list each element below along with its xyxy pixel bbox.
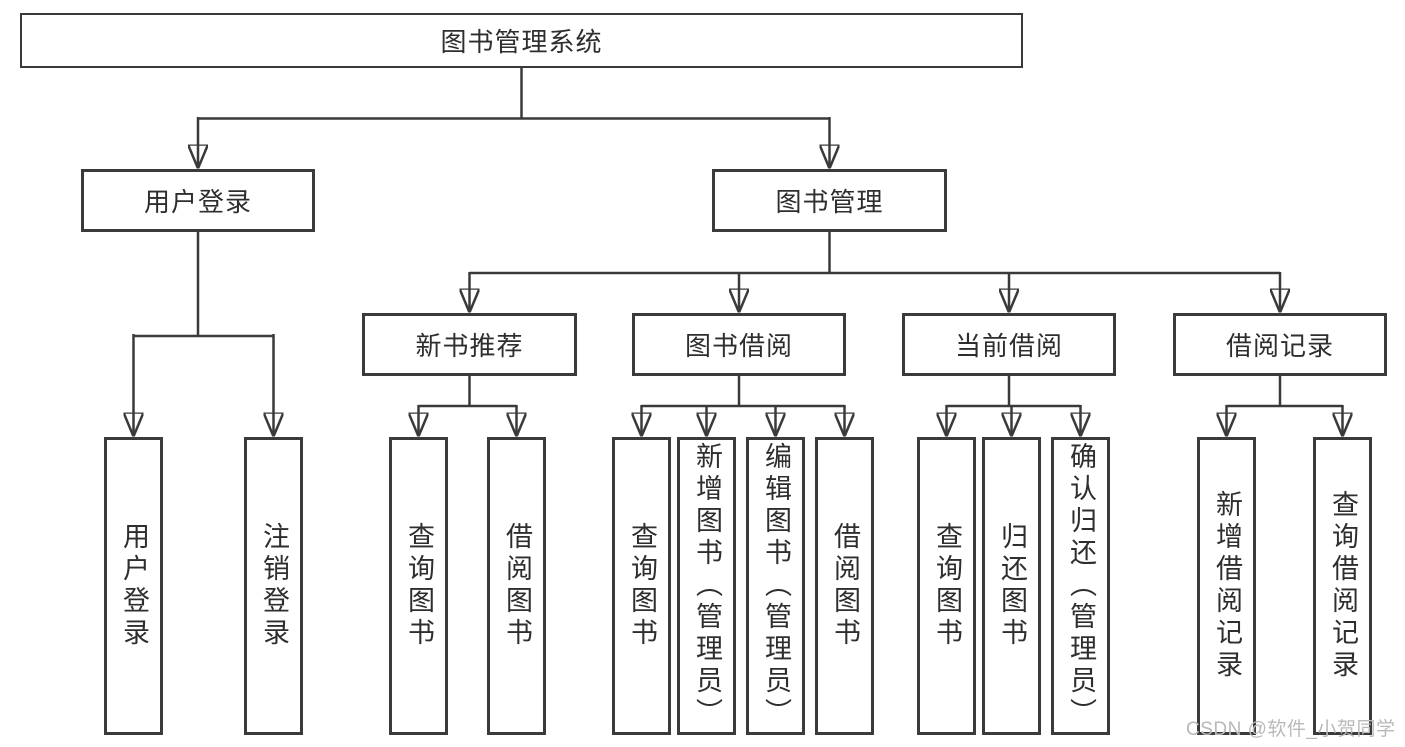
node-user-login-label: 用户登录 [143,187,252,217]
leaf-query-book-borrow: 查询图书 [612,437,671,735]
leaf-borrow-book-label: 借阅图书 [830,522,860,650]
connector-current-borrow [947,376,1081,434]
leaf-user-login: 用户登录 [104,437,163,735]
node-book-borrow-label: 图书借阅 [684,331,793,361]
leaf-borrow-book-recommend: 借阅图书 [487,437,546,735]
node-current-borrow: 当前借阅 [902,313,1116,376]
leaf-query-borrow-record: 查询借阅记录 [1313,437,1372,735]
node-book-borrow: 图书借阅 [632,313,846,376]
leaf-confirm-return-admin-label: 确认归还（管理员） [1066,442,1096,730]
leaf-logout: 注销登录 [244,437,303,735]
connector-book-management [470,232,1281,310]
leaf-edit-book-admin-label: 编辑图书（管理员） [761,442,791,730]
node-book-management: 图书管理 [712,169,947,232]
leaf-add-borrow-record-label: 新增借阅记录 [1212,490,1242,682]
leaf-borrow-book-recommend-label: 借阅图书 [502,522,532,650]
leaf-return-book-label: 归还图书 [997,522,1027,650]
leaf-edit-book-admin: 编辑图书（管理员） [746,437,805,735]
leaf-borrow-book: 借阅图书 [815,437,874,735]
leaf-add-book-admin-label: 新增图书（管理员） [692,442,722,730]
node-borrow-records: 借阅记录 [1173,313,1387,376]
connector-borrow-records [1227,376,1343,434]
leaf-query-book-current-label: 查询图书 [932,522,962,650]
leaf-query-borrow-record-label: 查询借阅记录 [1328,490,1358,682]
connector-book-borrow [642,376,845,434]
leaf-logout-label: 注销登录 [259,522,289,650]
leaf-query-book-recommend-label: 查询图书 [404,522,434,650]
watermark: CSDN @软件_小贺同学 [1186,719,1396,740]
leaf-return-book: 归还图书 [982,437,1041,735]
leaf-confirm-return-admin: 确认归还（管理员） [1051,437,1110,735]
node-user-login: 用户登录 [81,169,315,232]
connector-new-book-recommend [419,376,517,434]
leaf-query-book-borrow-label: 查询图书 [627,522,657,650]
leaf-query-book-recommend: 查询图书 [389,437,448,735]
node-book-management-label: 图书管理 [775,187,884,217]
leaf-query-book-current: 查询图书 [917,437,976,735]
node-new-book-recommend-label: 新书推荐 [415,331,524,361]
leaf-add-borrow-record: 新增借阅记录 [1197,437,1256,735]
leaf-user-login-label: 用户登录 [119,522,149,650]
connector-user-login [134,232,274,434]
node-new-book-recommend: 新书推荐 [362,313,577,376]
node-root: 图书管理系统 [20,13,1023,68]
connector-root [198,68,830,166]
node-root-label: 图书管理系统 [440,27,603,57]
leaf-add-book-admin: 新增图书（管理员） [677,437,736,735]
node-borrow-records-label: 借阅记录 [1225,331,1334,361]
node-current-borrow-label: 当前借阅 [954,331,1063,361]
